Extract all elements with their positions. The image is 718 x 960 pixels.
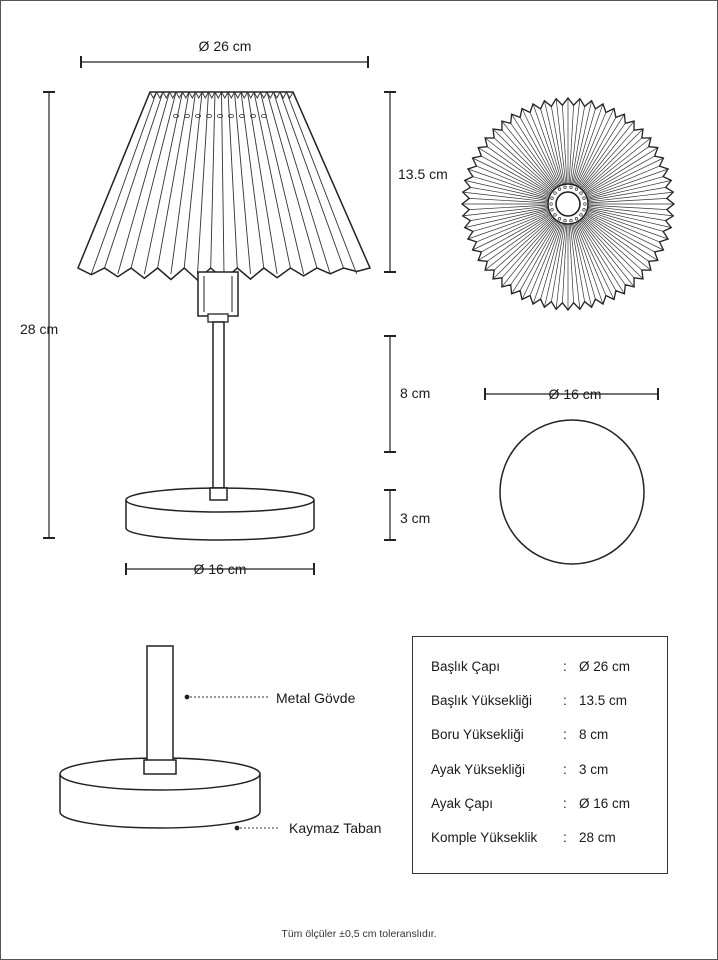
tube-height-label: 8 cm bbox=[400, 385, 431, 401]
spec-value: Ø 16 cm bbox=[579, 796, 631, 811]
spec-value: Ø 26 cm bbox=[579, 659, 631, 674]
spec-separator: : bbox=[563, 830, 567, 845]
lamp-tube bbox=[209, 321, 228, 499]
spec-separator: : bbox=[563, 727, 567, 742]
lamp-shade-top-view bbox=[460, 96, 676, 312]
base-height-label: 3 cm bbox=[400, 510, 431, 526]
spec-label: Başlık Çapı bbox=[431, 659, 501, 674]
tolerance-footnote: Tüm ölçüler ±0,5 cm toleranslıdır. bbox=[281, 928, 437, 940]
detail-view bbox=[59, 645, 261, 829]
shade-height-label: 13.5 cm bbox=[398, 166, 448, 182]
spec-separator: : bbox=[563, 796, 567, 811]
total-height-label: 28 cm bbox=[20, 321, 59, 337]
spec-value: 28 cm bbox=[579, 830, 616, 845]
base-diameter-label: Ø 16 cm bbox=[193, 561, 247, 577]
spec-separator: : bbox=[563, 693, 567, 708]
spec-separator: : bbox=[563, 659, 567, 674]
callout-leader-metal bbox=[184, 694, 268, 700]
spec-label: Ayak Yüksekliği bbox=[431, 762, 526, 777]
spec-separator: : bbox=[563, 762, 567, 777]
non-slip-base-callout: Kaymaz Taban bbox=[289, 820, 382, 836]
spec-value: 3 cm bbox=[579, 762, 609, 777]
lamp-socket bbox=[197, 271, 239, 323]
spec-table: Başlık Çapı : Ø 26 cm Başlık Yüksekliği … bbox=[412, 636, 668, 874]
callout-leader-base bbox=[234, 825, 280, 831]
metal-body-callout: Metal Gövde bbox=[276, 690, 356, 706]
spec-value: 13.5 cm bbox=[579, 693, 628, 708]
lamp-base-top-view bbox=[499, 419, 645, 565]
spec-label: Başlık Yüksekliği bbox=[431, 693, 533, 708]
spec-value: 8 cm bbox=[579, 727, 609, 742]
shade-diameter-label: Ø 26 cm bbox=[198, 38, 252, 54]
spec-label: Boru Yüksekliği bbox=[431, 727, 524, 742]
base-top-diameter-label: Ø 16 cm bbox=[548, 386, 602, 402]
spec-label: Ayak Çapı bbox=[431, 796, 494, 811]
lamp-base-side bbox=[125, 487, 315, 541]
lamp-shade-side bbox=[77, 91, 372, 282]
spec-label: Komple Yükseklik bbox=[431, 830, 538, 845]
